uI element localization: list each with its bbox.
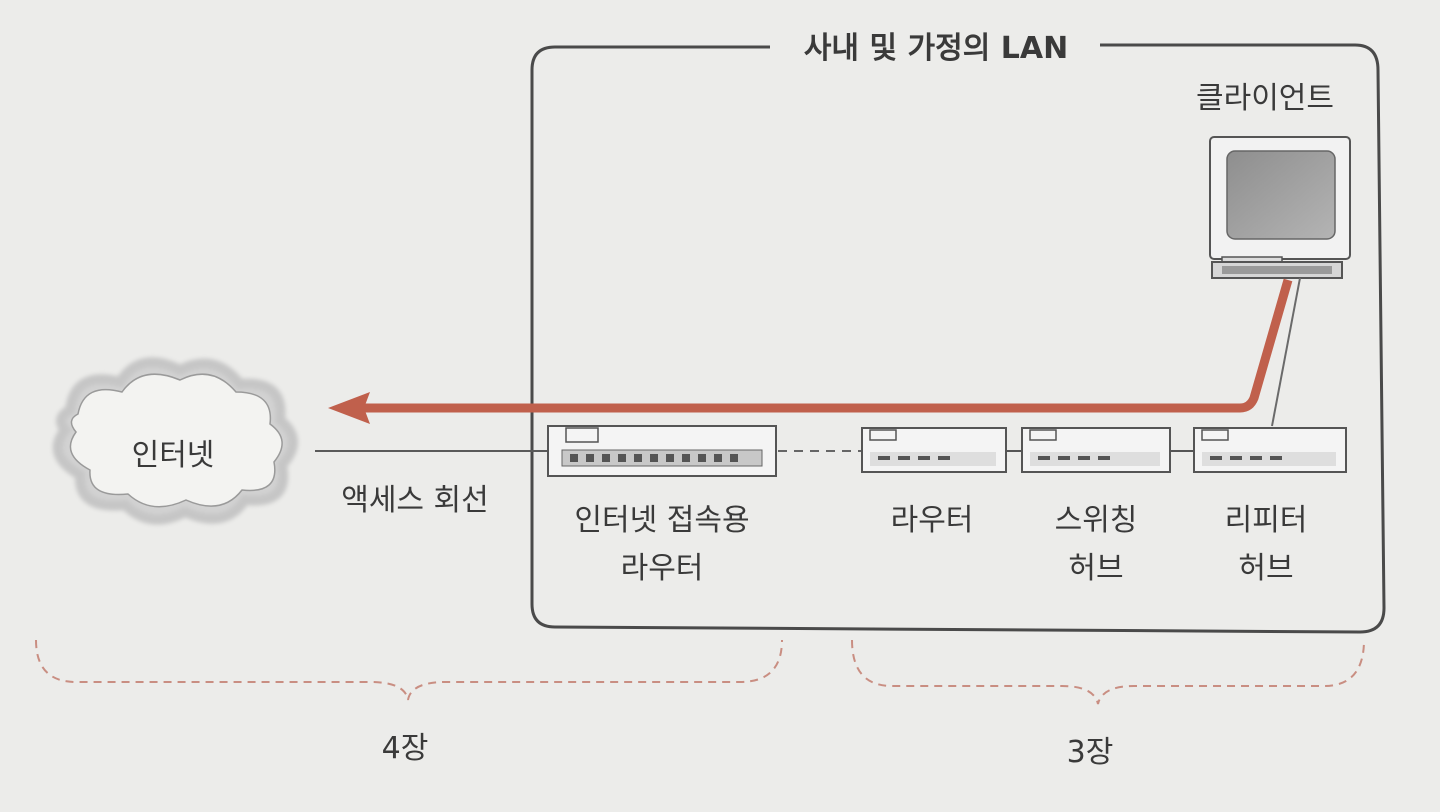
brace-right-label: 3장 [1067,735,1114,770]
access-router-label-line1: 인터넷 접속용 [574,503,749,538]
client-computer-icon [1209,136,1351,279]
switching-hub-label-line1: 스위칭 [1055,503,1138,538]
client-label: 클라이언트 [1196,81,1334,116]
client-cable [1271,277,1301,427]
access-line-label: 액세스 회선 [341,483,489,518]
switching-hub-icon [1021,427,1171,473]
lan-boundary [530,43,1386,634]
repeater-hub-label-line1: 리피터 [1225,503,1308,538]
switching-hub-label-line2: 허브 [1068,551,1123,586]
traffic-arrow [328,278,1293,424]
brace-right [851,639,1365,705]
brace-left-label: 4장 [382,731,429,766]
access-router-icon [547,425,777,477]
repeater-hub-label-line2: 허브 [1238,551,1293,586]
router-label: 라우터 [891,503,974,538]
access-router-label-line2: 라우터 [621,551,704,586]
repeater-hub-icon [1193,427,1347,473]
internet-cloud-icon [52,357,298,525]
lan-title: 사내 및 가정의 LAN [804,31,1068,66]
brace-left [35,639,783,701]
router-icon [861,427,1007,473]
internet-label: 인터넷 [132,438,215,473]
